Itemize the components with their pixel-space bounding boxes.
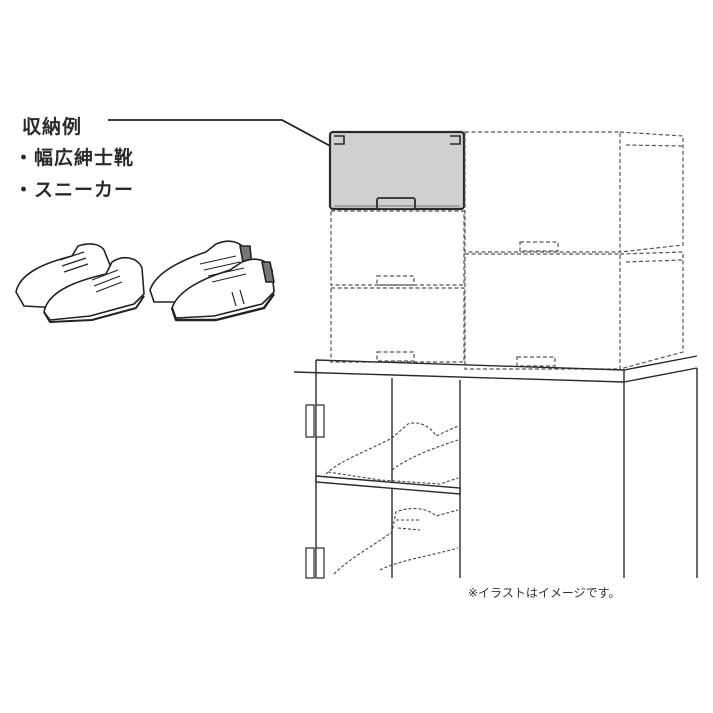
shoe-cabinet: [293, 355, 698, 578]
cabinet-shoes-dashed: [325, 422, 459, 575]
callout-item-wide-mens-shoes: ・幅広紳士靴: [14, 147, 135, 169]
sneaker-icon: [149, 240, 275, 322]
dress-shoe-icon: [15, 243, 145, 323]
illustration-disclaimer: ※イラストはイメージです。: [468, 586, 621, 600]
highlighted-shoe-box: [328, 130, 466, 211]
door-hinge-icon: [305, 404, 325, 579]
callout-leader-line: [108, 119, 348, 156]
callout-item-sneakers: ・スニーカー: [14, 179, 135, 201]
dashed-shoe-boxes: [330, 131, 684, 370]
callout-title: 収納例: [22, 116, 83, 138]
